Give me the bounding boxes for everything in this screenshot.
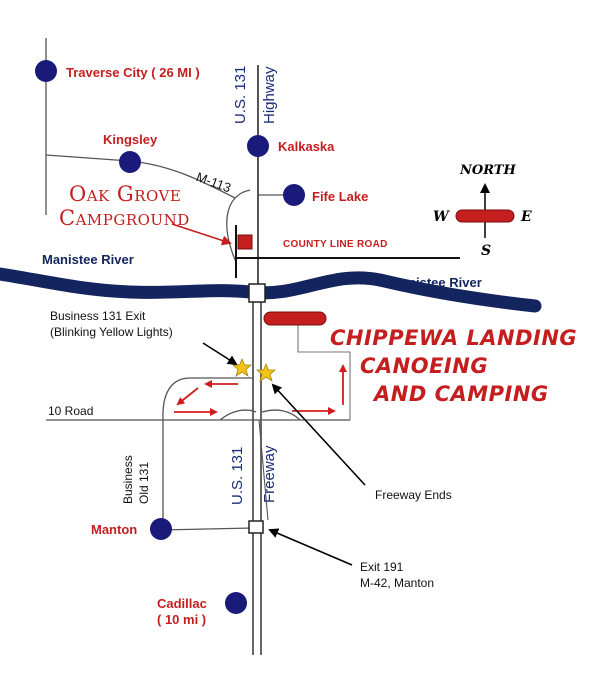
label-kingsley: Kingsley	[103, 132, 158, 147]
place-dot-icon-fife-lake	[283, 184, 305, 206]
label-freeway: Freeway	[261, 445, 278, 503]
route-arrow-icon	[174, 364, 347, 416]
exit-icon	[248, 520, 264, 534]
label-cadillac: Cadillac	[157, 596, 207, 611]
label-and-camping: AND CAMPING	[374, 382, 549, 406]
label-campground: Campground	[59, 206, 190, 230]
label-us131-south: U.S. 131	[229, 446, 246, 505]
annotation-arrows	[202, 342, 366, 566]
label-manistee-river-west: Manistee River	[42, 252, 134, 267]
compass-icon	[455, 183, 515, 238]
compass-south: S	[481, 243, 492, 259]
place-dot-icon-manton	[150, 518, 172, 540]
label-blinking-lights: (Blinking Yellow Lights)	[50, 325, 173, 339]
label-oak-grove: Oak Grove	[69, 182, 182, 206]
place-dot-icon-traverse-city	[35, 60, 57, 82]
label-exit-191-road: M-42, Manton	[360, 576, 435, 590]
label-cadillac-distance: ( 10 mi )	[157, 612, 207, 627]
compass-north: NORTH	[460, 163, 516, 178]
label-traverse-city: Traverse City ( 26 MI )	[66, 65, 200, 80]
compass-east: E	[521, 209, 532, 225]
label-canoeing: CANOEING	[360, 354, 489, 378]
label-manton: Manton	[91, 522, 138, 537]
place-dot-icon-cadillac	[225, 592, 247, 614]
label-freeway-ends: Freeway Ends	[375, 488, 452, 502]
label-chippewa-landing: CHIPPEWA LANDING	[330, 326, 578, 350]
label-business: Business	[121, 455, 135, 504]
label-business-exit: Business 131 Exit	[50, 309, 146, 323]
label-us131-north: U.S. 131	[232, 65, 249, 124]
label-county-line-road: County Line Road	[283, 239, 388, 250]
place-dot-icon-kingsley	[119, 151, 141, 173]
bridge-icon	[248, 283, 266, 303]
label-10-road: 10 Road	[48, 404, 94, 418]
label-highway: Highway	[261, 66, 278, 124]
label-kalkaska: Kalkaska	[278, 139, 335, 154]
place-dot-icon-kalkaska	[247, 135, 269, 157]
campground-marker-icon	[237, 234, 253, 250]
place-dot-icons	[35, 60, 305, 614]
compass-west: W	[433, 209, 449, 225]
oak-grove-arrow	[171, 223, 232, 246]
roads	[45, 38, 460, 655]
label-fife-lake: Fife Lake	[312, 189, 369, 204]
chippewa-marker-icon	[263, 311, 327, 326]
label-exit-191: Exit 191	[360, 560, 404, 574]
label-old-131: Old 131	[137, 461, 151, 504]
label-manistee-river-east: Manistee River	[390, 275, 482, 290]
